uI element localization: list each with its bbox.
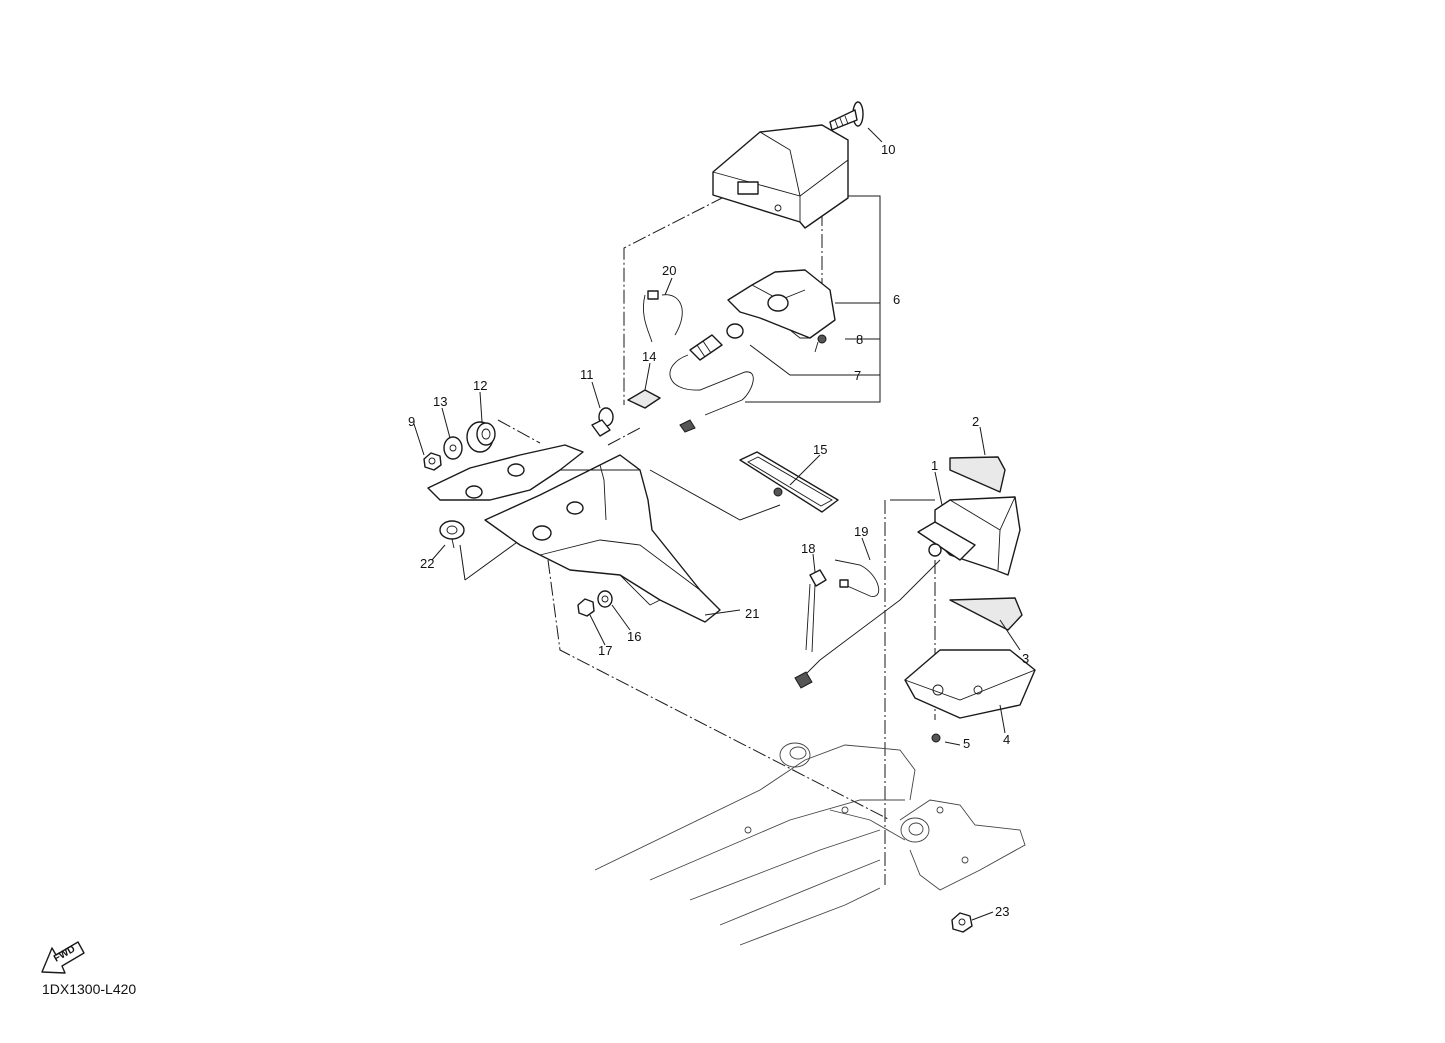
callout-12: 12 <box>473 378 487 393</box>
part-23-nut <box>951 912 973 933</box>
part-22-bolt <box>439 520 465 549</box>
callout-10: 10 <box>881 142 895 157</box>
callout-16: 16 <box>627 629 641 644</box>
callout-leaders <box>413 127 1021 921</box>
part-20-cable-tie <box>642 290 683 343</box>
part-10-screw <box>829 101 864 131</box>
group-bracket <box>745 195 881 403</box>
link-lines <box>459 469 935 581</box>
part-tail-light-base <box>727 269 836 339</box>
callout-17: 17 <box>598 643 612 658</box>
callout-2: 2 <box>972 414 979 429</box>
part-9-nut <box>423 452 442 471</box>
part-5-screw <box>931 733 941 743</box>
callout-3: 3 <box>1022 651 1029 666</box>
callout-6: 6 <box>893 292 900 307</box>
part-16-washer <box>597 590 613 608</box>
callout-22: 22 <box>420 556 434 571</box>
callout-8: 8 <box>856 332 863 347</box>
part-8-screw <box>814 334 827 353</box>
part-17-nut <box>577 598 595 617</box>
callout-18: 18 <box>801 541 815 556</box>
part-11-collar <box>591 407 614 437</box>
callout-4: 4 <box>1003 732 1010 747</box>
part-15-reflector <box>739 451 839 513</box>
callout-14: 14 <box>642 349 656 364</box>
callout-7: 7 <box>854 368 861 383</box>
callout-labels: 1 2 3 4 5 6 7 8 9 10 11 12 13 14 15 16 1… <box>408 142 1029 919</box>
callout-19: 19 <box>854 524 868 539</box>
part-tail-light-lens <box>712 124 849 229</box>
callout-21: 21 <box>745 606 759 621</box>
callout-23: 23 <box>995 904 1009 919</box>
callout-20: 20 <box>662 263 676 278</box>
part-13-washer <box>443 436 463 460</box>
callout-11: 11 <box>580 367 594 382</box>
drawing-code: 1DX1300-L420 <box>42 981 136 997</box>
part-14-pad <box>627 389 661 409</box>
callout-9: 9 <box>408 414 415 429</box>
callout-5: 5 <box>963 736 970 751</box>
assembly-dash-lines <box>497 190 936 885</box>
part-12-grommet <box>466 421 496 453</box>
rear-frame-reference <box>594 742 1026 946</box>
part-18-lead-wire <box>794 559 941 689</box>
part-21-fender-bracket <box>427 444 721 623</box>
callout-15: 15 <box>813 442 827 457</box>
callout-1: 1 <box>931 458 938 473</box>
callout-13: 13 <box>433 394 447 409</box>
part-4-lens-cover <box>904 649 1036 719</box>
part-19-cable-tie <box>834 559 880 597</box>
fwd-arrow-icon: FWD <box>41 941 85 974</box>
part-7-socket-wire <box>669 323 754 433</box>
part-1-license-light <box>917 456 1023 631</box>
